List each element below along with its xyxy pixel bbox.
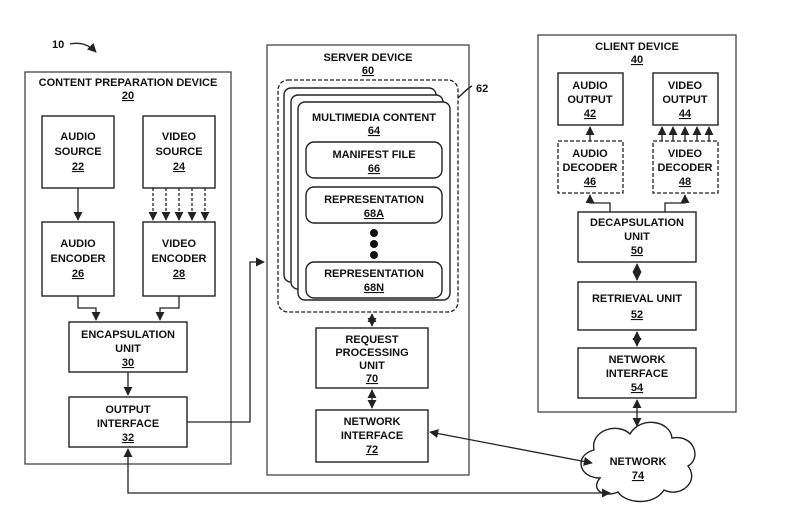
server-network-interface-box: NETWORK INTERFACE 72 — [315, 409, 429, 463]
network-label: NETWORK — [610, 456, 667, 468]
svg-text:30: 30 — [122, 357, 134, 369]
svg-text:VIDEO: VIDEO — [668, 80, 703, 92]
svg-text:70: 70 — [366, 373, 378, 385]
svg-text:UNIT: UNIT — [359, 360, 385, 372]
manifest-file-box: MANIFEST FILE 66 — [305, 141, 443, 179]
arrow-video-encoder-to-encap — [155, 296, 180, 321]
encapsulation-unit-box: ENCAPSULATION UNIT 30 — [68, 321, 188, 373]
svg-text:72: 72 — [366, 444, 378, 456]
arrows-video-source-to-encoder — [148, 188, 210, 221]
svg-text:42: 42 — [584, 108, 596, 120]
content-prep-title: CONTENT PREPARATION DEVICE — [39, 77, 218, 89]
svg-text:46: 46 — [584, 176, 596, 188]
svg-text:24: 24 — [173, 161, 186, 173]
svg-text:VIDEO: VIDEO — [668, 148, 703, 160]
svg-text:54: 54 — [631, 382, 644, 394]
svg-text:MANIFEST FILE: MANIFEST FILE — [332, 149, 415, 161]
representation-68a-box: REPRESENTATION 68A — [305, 186, 443, 224]
client-network-interface-box: NETWORK INTERFACE 54 — [577, 347, 697, 399]
svg-text:VIDEO: VIDEO — [162, 238, 197, 250]
svg-text:DECAPSULATION: DECAPSULATION — [590, 217, 684, 229]
video-decoder-box: VIDEO DECODER 48 — [652, 140, 719, 194]
video-output-box: VIDEO OUTPUT 44 — [652, 72, 719, 126]
svg-text:UNIT: UNIT — [115, 343, 141, 355]
svg-text:REQUEST: REQUEST — [345, 334, 398, 346]
svg-text:INTERFACE: INTERFACE — [97, 418, 159, 430]
svg-text:INTERFACE: INTERFACE — [341, 430, 403, 442]
figure-ref: 10 — [52, 39, 64, 51]
svg-text:RETRIEVAL UNIT: RETRIEVAL UNIT — [592, 293, 682, 305]
figure-ref-arrow — [69, 42, 97, 53]
svg-text:ENCODER: ENCODER — [50, 253, 105, 265]
group-ref-leader — [457, 85, 473, 99]
svg-text:26: 26 — [72, 268, 84, 280]
content-prep-ref: 20 — [122, 90, 134, 102]
svg-text:REPRESENTATION: REPRESENTATION — [324, 268, 424, 280]
svg-text:66: 66 — [368, 163, 380, 175]
svg-text:52: 52 — [631, 309, 643, 321]
server-ref: 60 — [362, 65, 374, 77]
arrow-audio-encoder-to-encap — [77, 296, 101, 321]
svg-text:ENCODER: ENCODER — [151, 253, 206, 265]
svg-text:28: 28 — [173, 268, 185, 280]
svg-text:OUTPUT: OUTPUT — [567, 94, 613, 106]
ellipsis-dots — [370, 229, 378, 259]
video-encoder-box: VIDEO ENCODER 28 — [142, 221, 216, 297]
representation-68n-box: REPRESENTATION 68N — [305, 261, 443, 299]
svg-text:68A: 68A — [364, 208, 384, 220]
decapsulation-unit-box: DECAPSULATION UNIT 50 — [577, 211, 697, 263]
svg-text:NETWORK: NETWORK — [609, 354, 666, 366]
network-cloud: NETWORK 74 — [580, 421, 696, 503]
svg-text:22: 22 — [72, 161, 84, 173]
svg-text:OUTPUT: OUTPUT — [105, 404, 151, 416]
retrieval-unit-box: RETRIEVAL UNIT 52 — [577, 281, 697, 331]
svg-text:50: 50 — [631, 245, 643, 257]
svg-text:SOURCE: SOURCE — [155, 146, 202, 158]
arrow-decap-to-video-decoder — [664, 194, 690, 212]
network-ref: 74 — [632, 470, 645, 482]
svg-text:NETWORK: NETWORK — [344, 416, 401, 428]
server-title: SERVER DEVICE — [323, 52, 412, 64]
video-source-box: VIDEO SOURCE 24 — [142, 115, 216, 189]
request-processing-unit-box: REQUEST PROCESSING UNIT 70 — [315, 327, 429, 389]
multimedia-ref: 64 — [368, 125, 381, 137]
arrow-server-network-to-cloud — [429, 429, 593, 466]
audio-decoder-box: AUDIO DECODER 46 — [557, 140, 624, 194]
svg-text:DECODER: DECODER — [562, 162, 617, 174]
svg-text:SOURCE: SOURCE — [54, 146, 101, 158]
arrow-output-interface-to-cloud — [123, 448, 611, 498]
svg-text:PROCESSING: PROCESSING — [335, 347, 408, 359]
svg-text:AUDIO: AUDIO — [60, 238, 96, 250]
svg-text:48: 48 — [679, 176, 691, 188]
output-interface-box: OUTPUT INTERFACE 32 — [68, 396, 188, 448]
svg-text:REPRESENTATION: REPRESENTATION — [324, 194, 424, 206]
audio-output-box: AUDIO OUTPUT 42 — [557, 72, 624, 126]
multimedia-label: MULTIMEDIA CONTENT — [312, 112, 436, 124]
audio-encoder-box: AUDIO ENCODER 26 — [41, 221, 115, 297]
svg-text:44: 44 — [679, 108, 692, 120]
svg-text:VIDEO: VIDEO — [162, 131, 197, 143]
svg-text:32: 32 — [122, 432, 134, 444]
svg-text:AUDIO: AUDIO — [572, 148, 608, 160]
arrow-decap-to-audio-decoder — [585, 194, 611, 212]
svg-text:ENCAPSULATION: ENCAPSULATION — [81, 329, 175, 341]
svg-text:AUDIO: AUDIO — [572, 80, 608, 92]
svg-text:AUDIO: AUDIO — [60, 131, 96, 143]
svg-text:UNIT: UNIT — [624, 231, 650, 243]
group-ref: 62 — [476, 83, 488, 95]
arrows-video-decoder-to-output — [657, 126, 714, 141]
arrow-output-to-server — [187, 257, 265, 423]
svg-text:DECODER: DECODER — [657, 162, 712, 174]
svg-text:INTERFACE: INTERFACE — [606, 368, 668, 380]
svg-text:OUTPUT: OUTPUT — [662, 94, 708, 106]
client-ref: 40 — [631, 54, 643, 66]
audio-source-box: AUDIO SOURCE 22 — [41, 115, 115, 189]
svg-text:68N: 68N — [364, 282, 384, 294]
client-title: CLIENT DEVICE — [595, 41, 679, 53]
